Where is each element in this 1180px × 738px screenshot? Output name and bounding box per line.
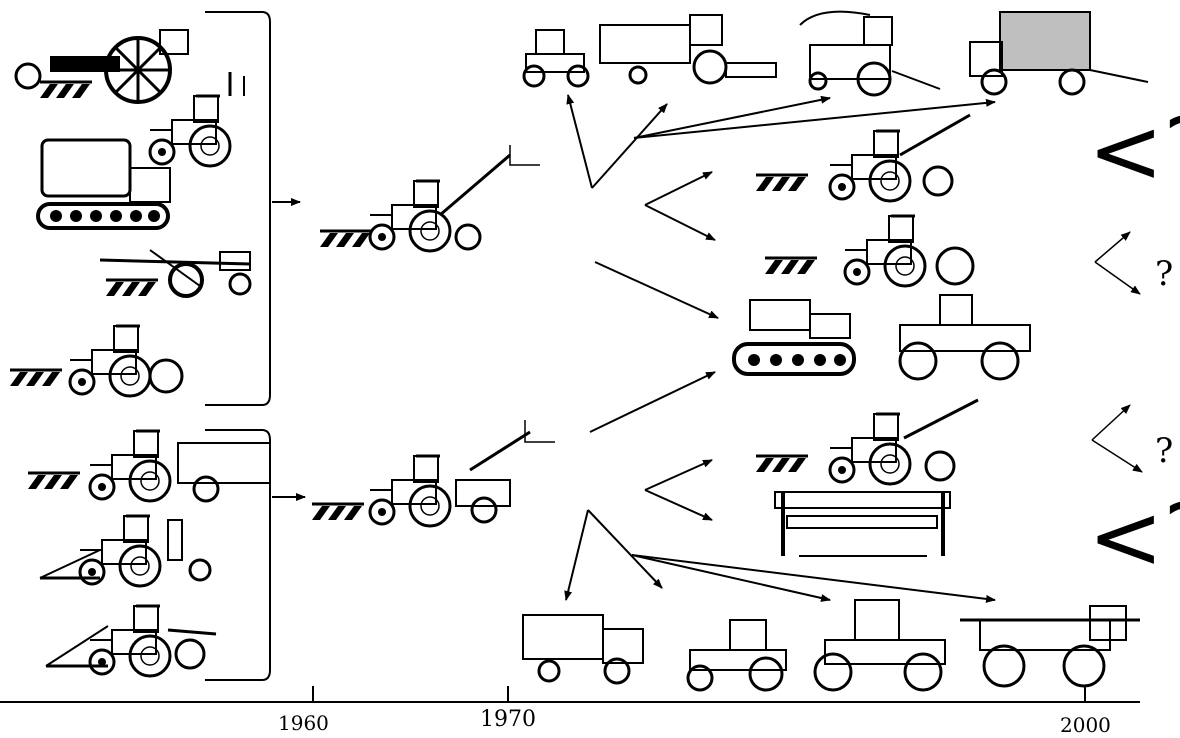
machine-small-loader-tractor (522, 29, 590, 88)
question-mark-big-top: <? (1088, 99, 1180, 204)
machine-high-clearance-sprayer (960, 605, 1140, 688)
machine-vintage-tractor (148, 72, 245, 168)
machine-tractor-with-seeder (39, 514, 212, 588)
question-mark-big-bottom: <? (1088, 485, 1180, 590)
left-top-group (8, 11, 271, 406)
machine-articulated-tractor (898, 294, 1031, 381)
top-row (522, 10, 1149, 97)
machine-combine-harvester (599, 14, 777, 85)
arrows-lower (564, 371, 996, 603)
tick-label-1970: 1970 (480, 707, 536, 732)
machine-forage-harvester (799, 10, 941, 97)
machine-tractor-with-rear-plough (8, 324, 184, 398)
machine-tractor-with-plough-and-loader-upper (318, 145, 540, 253)
bracket-bottom (205, 429, 271, 681)
middle-column (732, 113, 1031, 557)
machine-four-wheel-drive-tractor-with-plough (763, 214, 975, 288)
timeline: 1960 1970 2000 (0, 686, 1140, 737)
machine-tractor-with-plough-and-front-loader (754, 398, 979, 486)
machine-tractor-with-plough-and-loader-lower (310, 420, 555, 528)
tick-label-1960: 1960 (278, 711, 329, 735)
machine-tractor-with-reversible-plough-and-loader (754, 113, 971, 203)
machine-wide-span-gantry (774, 491, 951, 557)
arrows-upper (566, 94, 996, 319)
machine-tracked-tractor (732, 299, 856, 376)
machine-beet-harvester (969, 11, 1149, 96)
question-arrows (1091, 231, 1143, 473)
left-bottom-group (26, 429, 271, 681)
bracket-top (205, 11, 271, 406)
bottom-row (522, 599, 1140, 692)
question-mark-small-lower: ? (1155, 431, 1173, 471)
machine-tool-carrier (686, 619, 787, 692)
machine-transport-truck (522, 614, 644, 685)
machine-tractor-with-front-loader (45, 604, 217, 678)
machine-tractor-with-tool-bar (26, 429, 271, 503)
machine-tractor-with-cage-wheels (14, 29, 189, 104)
machine-motor-plough (99, 249, 252, 298)
tick-label-2000: 2000 (1060, 713, 1111, 737)
machine-crawler-tractor (36, 138, 171, 230)
question-mark-small-upper: ? (1155, 254, 1173, 294)
machine-self-propelled-sprayer (813, 599, 946, 692)
